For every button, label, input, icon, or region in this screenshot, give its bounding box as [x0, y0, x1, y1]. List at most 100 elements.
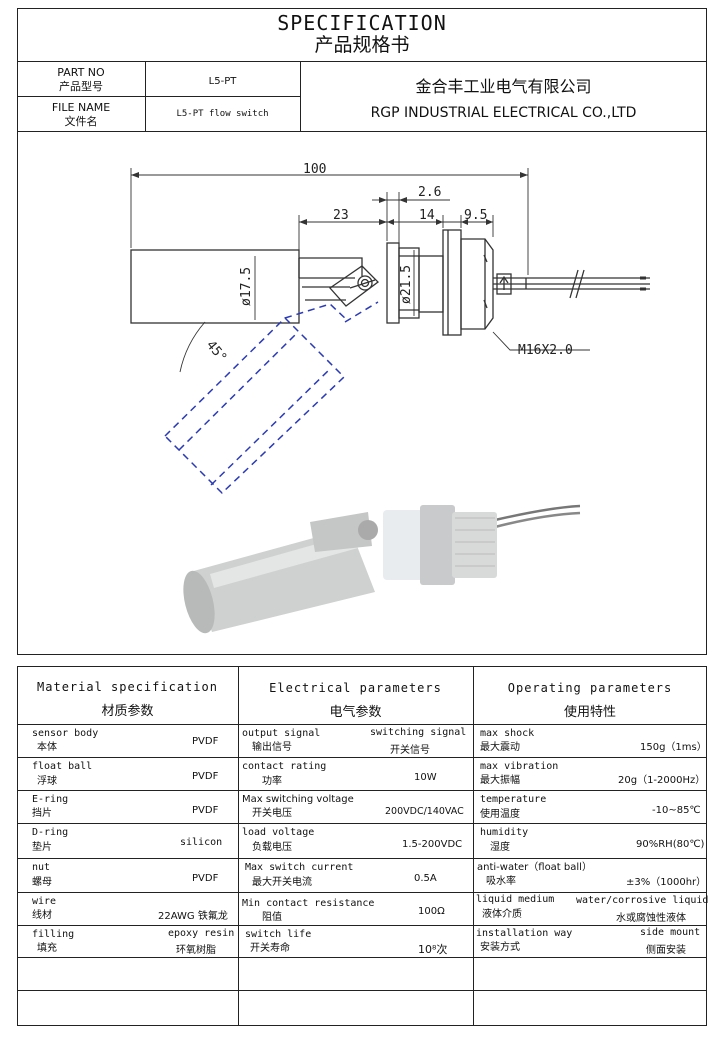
technical-drawing: 100 23 2.6 14 9.5 ø17.5 ø21.5 45° M16X2.… [130, 162, 650, 634]
dimension-arrows [131, 172, 528, 225]
electrical-label-en: Max switch current [245, 862, 354, 873]
material-value: PVDF [192, 805, 219, 816]
material-label-cn: 本体 [37, 742, 57, 753]
operating-label-en: liquid medium [476, 894, 555, 905]
dim-14: 14 [419, 208, 435, 223]
electrical-label-cn: 最大开关电流 [252, 877, 312, 888]
title-cn: 产品规格书 [314, 34, 410, 56]
operating-value-cn: 侧面安装 [646, 945, 686, 956]
operating-label-en: max vibration [480, 761, 559, 772]
dim-overall: 100 [303, 162, 326, 177]
operating-label-cn: 吸水率 [486, 876, 516, 887]
part-no-label-en: PART NO [57, 66, 105, 79]
material-label-cn: 螺母 [32, 877, 52, 888]
operating-heading-cn: 使用特性 [563, 705, 616, 720]
electrical-label-en: Max switching voltage [242, 794, 354, 805]
operating-label-en: installation way [476, 928, 573, 939]
divider [17, 858, 707, 859]
operating-value-cn: 水或腐蚀性液体 [616, 913, 686, 924]
material-value: PVDF [192, 771, 219, 782]
operating-heading-en: Operating parameters [507, 681, 673, 695]
electrical-label-cn: 功率 [262, 776, 282, 787]
part-no-label-cn: 产品型号 [59, 80, 103, 93]
material-value: 22AWG 铁氟龙 [158, 911, 228, 922]
operating-label-cn: 安装方式 [480, 942, 520, 953]
electrical-value-en: switching signal [370, 727, 467, 738]
electrical-value: 0.5A [414, 873, 437, 884]
drawing-panel [17, 131, 707, 655]
material-value-cn: 环氧树脂 [176, 945, 216, 956]
company-cn: 金合丰工业电气有限公司 [415, 77, 592, 96]
material-label-cn: 挡片 [32, 808, 52, 819]
operating-label-en: temperature [480, 794, 547, 805]
electrical-label-cn: 输出信号 [252, 742, 292, 753]
part-no-value: L5-PT [208, 76, 237, 87]
material-value: PVDF [192, 736, 219, 747]
material-label-cn: 浮球 [37, 776, 57, 787]
operating-label-en: humidity [480, 827, 529, 838]
electrical-value: 10⁸次 [418, 943, 448, 956]
divider [17, 724, 707, 725]
material-label-en: E-ring [32, 794, 69, 805]
electrical-label-cn: 阻值 [262, 912, 282, 923]
electrical-value: 200VDC/140VAC [385, 806, 464, 817]
material-heading-en: Material specification [37, 680, 218, 694]
divider [17, 96, 301, 97]
material-value: PVDF [192, 873, 219, 884]
dimension-lines [130, 168, 590, 373]
divider [17, 925, 707, 926]
electrical-label-cn: 开关电压 [252, 808, 292, 819]
product-photo [183, 504, 581, 634]
electrical-value: 100Ω [418, 906, 445, 917]
operating-value: -10~85℃ [652, 805, 701, 816]
operating-value: 150g（1ms） [640, 742, 707, 753]
operating-value-en: side mount [640, 927, 701, 938]
material-label-en: D-ring [32, 827, 69, 838]
operating-label-cn: 湿度 [490, 842, 510, 853]
parameter-table [17, 666, 707, 1026]
operating-label-en: anti-water（float ball） [477, 862, 592, 873]
operating-value: 20g（1-2000Hz） [618, 775, 706, 786]
material-label-en: filling [32, 929, 75, 940]
electrical-value-cn: 开关信号 [390, 745, 430, 756]
material-label-cn: 填充 [37, 943, 57, 954]
material-label-cn: 垫片 [32, 842, 52, 853]
file-name-value: L5-PT flow switch [176, 109, 269, 119]
thread-label: M16X2.0 [518, 343, 573, 358]
file-name-label-cn: 文件名 [64, 115, 98, 128]
divider [473, 666, 474, 1026]
title-en: SPECIFICATION [277, 11, 447, 35]
material-label-en: float ball [32, 761, 93, 772]
float-switch-outline [130, 229, 650, 336]
dim-dia-17-5: ø17.5 [239, 267, 254, 306]
material-label-en: sensor body [32, 728, 99, 739]
divider [17, 892, 707, 893]
material-label-cn: 线材 [32, 910, 52, 921]
angle-label: 45° [203, 338, 230, 366]
material-label-en: wire [32, 896, 57, 907]
swung-float-dashed [163, 301, 379, 495]
operating-value: ±3%（1000hr） [626, 877, 707, 888]
electrical-label-cn: 开关寿命 [250, 943, 290, 954]
operating-value-en: water/corrosive liquid [576, 895, 709, 906]
material-value-en: epoxy resin [168, 928, 235, 939]
material-label-en: nut [32, 862, 51, 873]
material-value: silicon [180, 837, 223, 848]
electrical-heading-en: Electrical parameters [269, 681, 442, 695]
electrical-label-en: load voltage [242, 827, 315, 838]
operating-value: 90%RH(80℃) [636, 839, 705, 850]
material-heading-cn: 材质参数 [101, 704, 154, 719]
divider [17, 957, 707, 958]
electrical-value: 10W [414, 772, 437, 783]
electrical-label-en: output signal [242, 728, 321, 739]
electrical-label-en: contact rating [242, 761, 327, 772]
operating-label-cn: 液体介质 [482, 909, 522, 920]
divider [238, 666, 239, 1026]
divider [17, 790, 707, 791]
dim-dia-21-5: ø21.5 [399, 265, 414, 304]
operating-label-cn: 最大震动 [480, 742, 520, 753]
divider [17, 990, 707, 991]
operating-label-cn: 最大振幅 [480, 775, 520, 786]
company-en: RGP INDUSTRIAL ELECTRICAL CO.,LTD [370, 105, 637, 121]
file-name-label-en: FILE NAME [51, 101, 111, 114]
